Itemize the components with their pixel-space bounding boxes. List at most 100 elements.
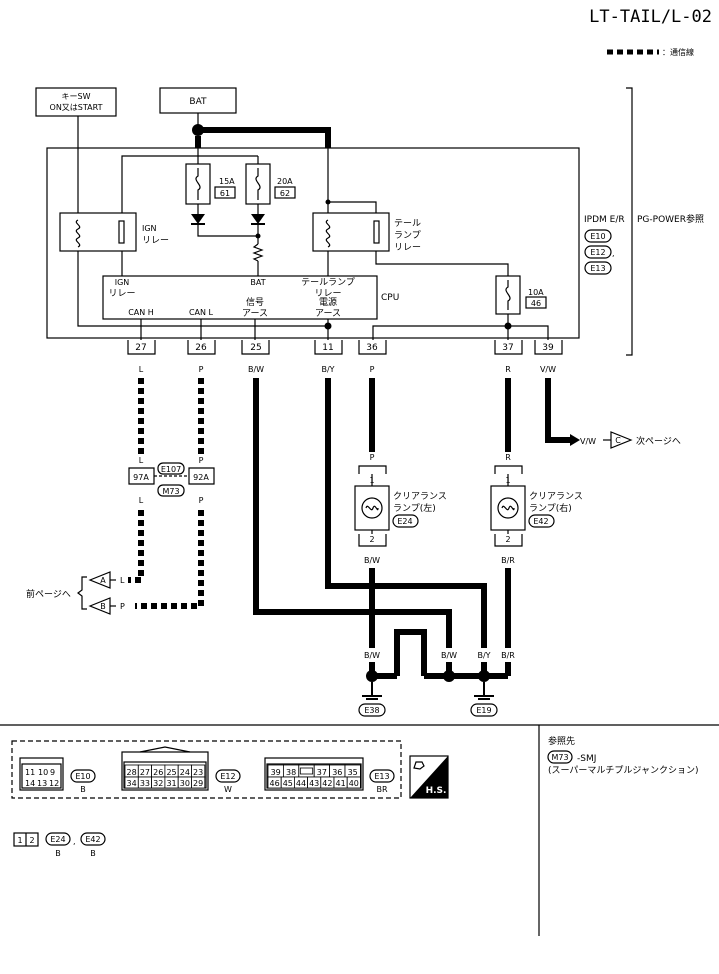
connector-pin-number: 41	[336, 779, 346, 788]
cpu-label: CPU	[381, 293, 399, 303]
connector-pin-number: 31	[166, 779, 176, 788]
ign-relay-label-2: リレー	[142, 236, 169, 246]
connector-pin-number: 26	[153, 768, 163, 777]
fuse-10a-amp: 10A	[528, 288, 544, 297]
svg-text:26: 26	[195, 343, 207, 353]
tail-relay-label-1: テール	[394, 218, 421, 229]
svg-text:P: P	[199, 365, 204, 374]
power-reference: PG-POWER参照	[637, 213, 704, 225]
svg-text:2: 2	[29, 836, 34, 845]
connector-pin-number: 30	[180, 779, 190, 788]
connector-pin-cell	[346, 776, 361, 789]
tail-relay-label-3: リレー	[394, 243, 421, 253]
svg-text:E24: E24	[50, 835, 65, 844]
svg-text:E19: E19	[476, 706, 491, 715]
svg-text:B/W: B/W	[364, 651, 380, 660]
ign-relay-label-1: IGN	[142, 224, 157, 233]
ipdm-connector-tags: E10 E12 , E13	[584, 229, 615, 275]
svg-text:25: 25	[250, 343, 261, 353]
svg-text:12: 12	[49, 779, 59, 788]
connector-pin-number: 24	[180, 768, 190, 777]
svg-text:E12: E12	[590, 248, 605, 257]
svg-text:B/W: B/W	[248, 365, 264, 374]
reference-title: 参照先	[548, 735, 575, 747]
terminal-11: 11 B/Y	[314, 340, 343, 374]
svg-text:クリアランス: クリアランス	[529, 491, 583, 502]
svg-text:13: 13	[37, 779, 47, 788]
next-page-label: 次ページへ	[636, 435, 681, 447]
connector-pin-number: 29	[193, 779, 203, 788]
svg-text:36: 36	[366, 343, 378, 353]
connector-pin-cell	[191, 776, 206, 789]
svg-text:2: 2	[369, 535, 374, 544]
can-h-to-prev	[128, 510, 144, 583]
svg-text:1: 1	[17, 836, 22, 845]
offpage-b: B P	[88, 597, 125, 615]
connector-pin-number: 46	[270, 779, 280, 788]
svg-text:BAT: BAT	[250, 278, 265, 287]
svg-text:9: 9	[50, 768, 55, 777]
svg-text:ランプ(左): ランプ(左)	[393, 502, 436, 514]
clearance-lamp-left: 1 2 クリアランス ランプ(左) E24	[354, 465, 447, 547]
joint-connector: 97A 92A E107 M73	[128, 462, 215, 497]
svg-text:CAN L: CAN L	[189, 308, 214, 317]
svg-text:A: A	[100, 576, 106, 585]
key-switch-box: キーSW ON又はSTART	[35, 87, 117, 117]
connector-view-lamp: 1 2 E24 , E42 B B	[13, 832, 106, 858]
svg-text:H.S.: H.S.	[426, 786, 447, 796]
svg-text:W: W	[224, 785, 232, 794]
svg-text:B: B	[80, 785, 86, 794]
fuse-20a-number: 62	[280, 189, 290, 198]
svg-text:E13: E13	[590, 264, 605, 273]
svg-text:V/W: V/W	[580, 437, 596, 446]
svg-text:P: P	[199, 496, 204, 505]
reference-section: 参照先 M73 -SMJ (スーパーマルチプルジャンクション)	[547, 735, 698, 776]
svg-text:10: 10	[38, 768, 48, 777]
connector-pin-number: 37	[317, 768, 327, 777]
wire-b-w-signal-ground	[253, 378, 452, 648]
svg-text:L: L	[139, 456, 144, 465]
svg-text:L: L	[139, 365, 144, 374]
svg-text:B: B	[55, 849, 61, 858]
fuse-15a-number: 61	[220, 189, 230, 198]
offpage-a: A L	[88, 571, 125, 589]
hs-badge: H.S.	[409, 755, 449, 799]
clearance-lamp-right: 1 2 クリアランス ランプ(右) E42	[490, 465, 583, 547]
terminal-25: 25 B/W	[241, 340, 270, 374]
svg-text:E42: E42	[85, 835, 100, 844]
svg-text:アース: アース	[315, 309, 341, 319]
svg-text:R: R	[505, 453, 511, 462]
connector-pin-number: 23	[193, 768, 203, 777]
svg-text:B: B	[394, 651, 400, 660]
key-sw-label: キーSW	[62, 92, 91, 101]
fuse-20a-amp: 20A	[277, 177, 293, 186]
connector-pin-number: 32	[153, 779, 163, 788]
svg-text:B: B	[90, 849, 96, 858]
connector-pin-number: 28	[127, 768, 137, 777]
connector-pin-number: 45	[283, 779, 293, 788]
terminal-26: 26 P	[187, 340, 216, 374]
svg-text:B/Y: B/Y	[321, 365, 334, 374]
svg-text:B/W: B/W	[364, 556, 380, 565]
svg-text:P: P	[370, 453, 375, 462]
svg-text:,: ,	[73, 837, 76, 846]
svg-text:E12: E12	[220, 772, 235, 781]
ipdm-box	[46, 147, 580, 339]
ipdm-bracket	[626, 87, 633, 356]
svg-text:L: L	[139, 496, 144, 505]
svg-text:B/W: B/W	[441, 651, 457, 660]
svg-text:14: 14	[25, 779, 35, 788]
svg-text:M73: M73	[551, 753, 568, 762]
svg-text:テールランプ: テールランプ	[301, 277, 355, 288]
svg-text:E13: E13	[374, 772, 389, 781]
svg-text:B/R: B/R	[501, 556, 515, 565]
svg-text:P: P	[120, 602, 125, 611]
svg-text:11: 11	[25, 768, 35, 777]
svg-text:M73: M73	[162, 487, 179, 496]
ipdm-name: IPDM E/R	[584, 215, 625, 225]
svg-text:アース: アース	[242, 309, 268, 319]
svg-text:-SMJ: -SMJ	[577, 754, 596, 764]
